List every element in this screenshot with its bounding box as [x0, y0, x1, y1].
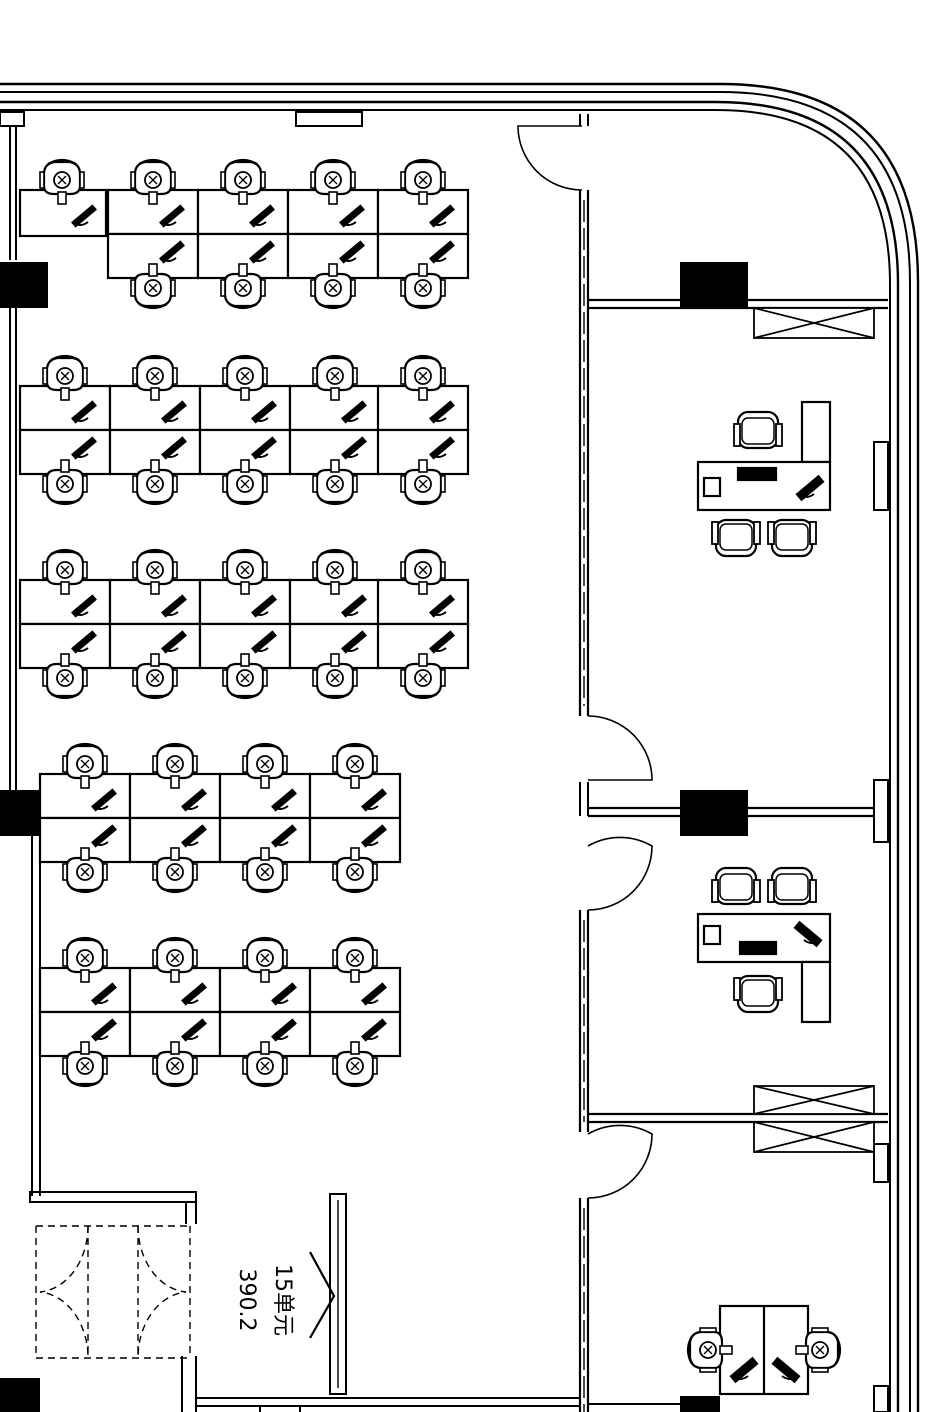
- workstation-cluster-2: [20, 356, 468, 504]
- private-office-3: [686, 1304, 842, 1396]
- unit-label: 15单元 390.2: [234, 1264, 295, 1336]
- unit-entrance-marker: [309, 1193, 347, 1395]
- window-sill: [295, 111, 363, 127]
- window-bays: [873, 441, 889, 1412]
- structural-columns: [0, 262, 748, 1412]
- private-office-1: [696, 400, 832, 558]
- workstation-cluster-5: [40, 938, 400, 1086]
- storage-cabinets: [753, 307, 875, 1153]
- workstation-cluster-3: [20, 550, 468, 698]
- bottom-wall: [196, 1397, 680, 1412]
- exterior-wall: [0, 82, 920, 1412]
- workstation-cluster-4: [40, 744, 400, 892]
- private-office-2: [696, 866, 832, 1024]
- left-wall: [0, 111, 41, 1196]
- workstation-cluster-1: [18, 158, 468, 308]
- entrance-double-doors: [29, 1191, 197, 1412]
- doors: [517, 125, 653, 1199]
- unit-area-label: 390.2: [234, 1269, 259, 1332]
- unit-number-label: 15单元: [270, 1264, 295, 1336]
- office-partition-wall: [578, 114, 590, 1412]
